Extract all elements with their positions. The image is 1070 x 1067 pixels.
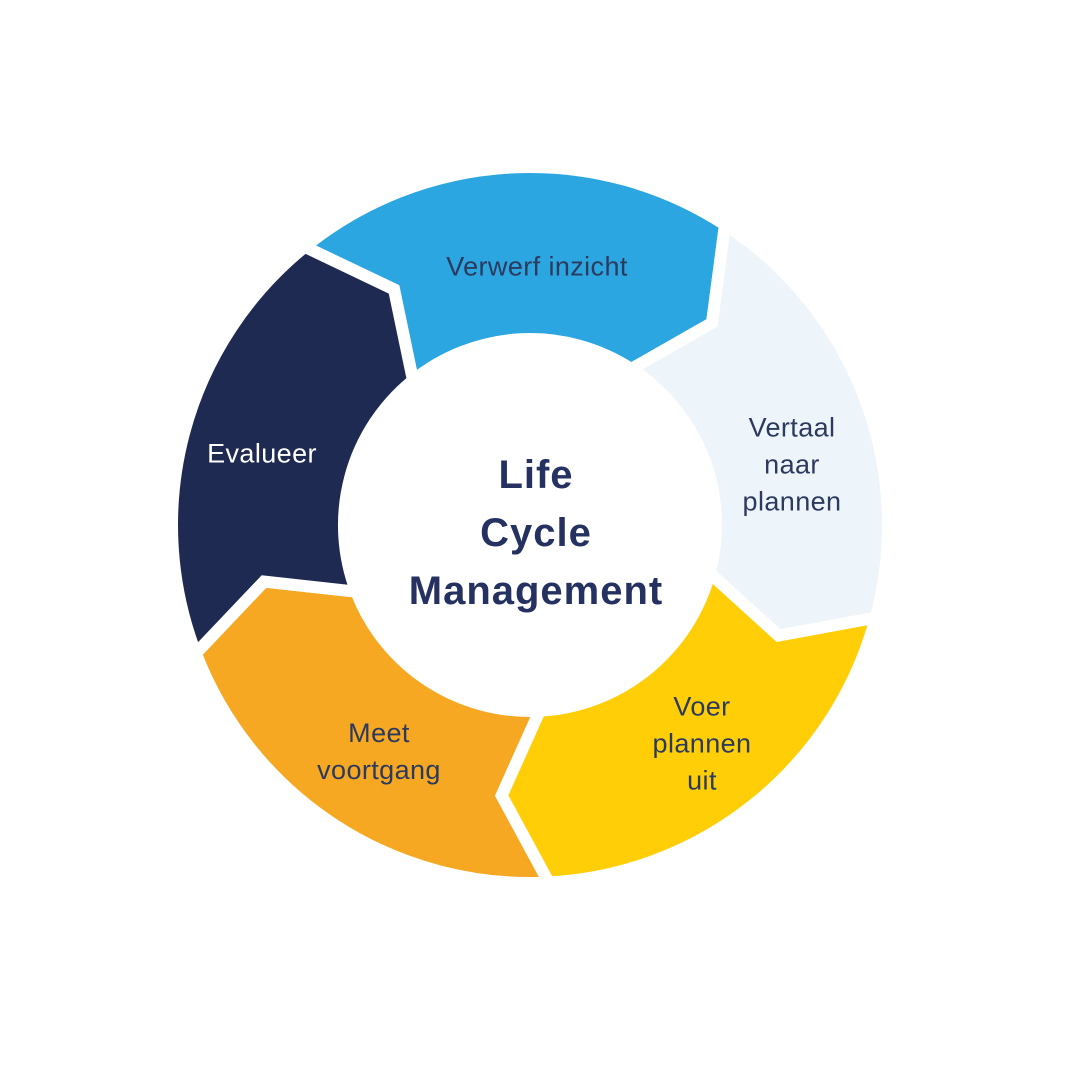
segment-arrow-vertaal-naar-plannen xyxy=(619,214,894,643)
segment-label-verwerf-inzicht: Verwerf inzicht xyxy=(446,251,628,282)
segment-label-meet-voortgang: Meet voortgang xyxy=(317,718,441,785)
segment-label-voer-plannen-uit: Voer plannen uit xyxy=(652,691,752,796)
segment-arrow-verwerf-inzicht xyxy=(293,160,732,392)
segment-label-evalueer: Evalueer xyxy=(207,438,317,469)
segment-label-vertaal-naar-plannen: Vertaal naar plannen xyxy=(742,412,842,517)
diagram-title: Life Cycle Management xyxy=(408,453,664,613)
segment-arrow-meet-voortgang xyxy=(188,575,559,889)
segment-arrow-voer-plannen-uit xyxy=(494,562,885,889)
segment-arrow-evalueer xyxy=(166,239,420,665)
